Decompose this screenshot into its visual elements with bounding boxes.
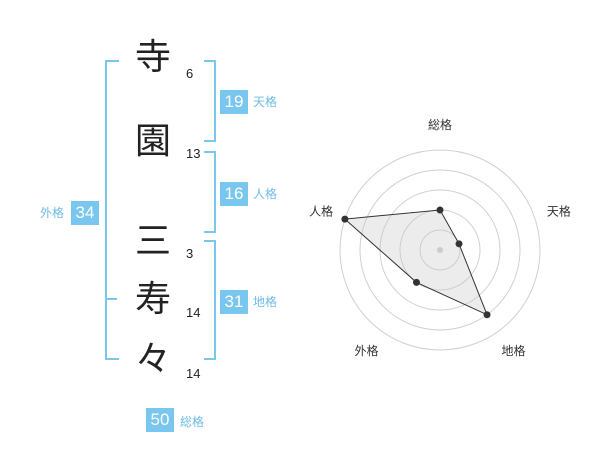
radar-ring: [339, 149, 541, 351]
name-char-4: 寿: [134, 279, 171, 320]
radar-axis-label-5: 人格: [309, 203, 333, 218]
stroke-count-4: 14: [186, 305, 201, 320]
name-char-2: 園: [134, 121, 171, 162]
stroke-count-5: 14: [186, 366, 201, 381]
tenkaku-bracket: [204, 60, 216, 142]
tenkaku-value: 19: [220, 90, 248, 114]
radar-axis-label-3: 地格: [501, 343, 525, 358]
jinkaku-value: 16: [220, 182, 248, 206]
radar-axis-label-4: 外格: [354, 343, 378, 358]
name-char-1: 寺: [134, 37, 171, 78]
radar-axis-label-1: 総格: [428, 117, 452, 132]
radar-point-2: [455, 240, 463, 248]
radar-polygon: [343, 209, 488, 316]
radar-point-1: [436, 206, 444, 214]
radar-point-5: [341, 215, 349, 223]
radar-ring: [359, 169, 521, 331]
gaikaku-bracket-mid-tick: [105, 298, 117, 300]
name-char-5: 々: [134, 339, 171, 380]
chikaku-bracket: [204, 240, 216, 360]
radar-point-3: [483, 311, 491, 319]
gaikaku-label: 外格: [40, 206, 65, 220]
radar-center: [437, 247, 443, 253]
radar-ring: [419, 229, 461, 271]
jinkaku-bracket: [204, 151, 216, 233]
stroke-count-3: 3: [186, 246, 194, 261]
soukaku-value: 50: [146, 408, 174, 432]
gaikaku-value: 34: [71, 201, 99, 225]
radar-point-4: [412, 278, 420, 286]
tenkaku-label: 天格: [253, 95, 278, 109]
gaikaku-bracket: [105, 60, 119, 360]
chikaku-value: 31: [220, 290, 248, 314]
chikaku-label: 地格: [253, 295, 278, 309]
stroke-count-2: 13: [186, 146, 201, 161]
name-char-3: 三: [134, 221, 171, 262]
stroke-count-1: 6: [186, 66, 194, 81]
soukaku-label: 総格: [180, 415, 205, 429]
jinkaku-label: 人格: [253, 187, 278, 201]
radar-axis-label-2: 天格: [547, 203, 571, 218]
